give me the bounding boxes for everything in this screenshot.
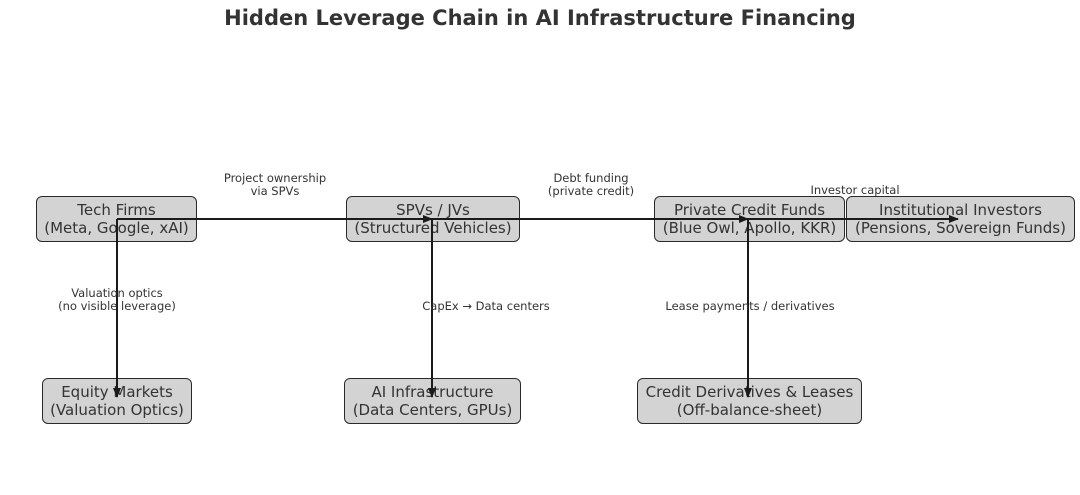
edge-label-debt-funding-line1: Debt funding [553,171,629,185]
node-tech-firms-title: Tech Firms [77,201,156,219]
node-spvs-jvs-subtitle: (Structured Vehicles) [354,219,512,237]
node-institutional-investors: Institutional Investors (Pensions, Sover… [846,196,1075,242]
edge-label-project-ownership-line1: Project ownership [223,171,327,185]
node-spvs-jvs: SPVs / JVs (Structured Vehicles) [346,196,520,242]
node-ai-infra-title: AI Infrastructure [371,383,494,401]
node-private-credit-title: Private Credit Funds [673,201,826,219]
node-institutional-title: Institutional Investors [879,201,1042,219]
edge-label-investor-capital: Investor capital [795,184,915,197]
node-spvs-jvs-title: SPVs / JVs [396,201,470,219]
edge-label-valuation-optics-line1: Valuation optics [71,286,163,300]
node-credit-derivs-title: Credit Derivatives & Leases [645,383,854,401]
node-tech-firms: Tech Firms (Meta, Google, xAI) [36,196,197,242]
edge-label-capex-line1: CapEx → Data centers [422,299,550,313]
node-equity-markets-subtitle: (Valuation Optics) [50,401,184,419]
node-equity-markets-title: Equity Markets [61,383,173,401]
node-ai-infrastructure: AI Infrastructure (Data Centers, GPUs) [344,378,521,424]
node-tech-firms-subtitle: (Meta, Google, xAI) [44,219,189,237]
node-credit-derivatives-leases: Credit Derivatives & Leases (Off-balance… [637,378,862,424]
edge-label-lease-payments: Lease payments / derivatives [649,300,851,313]
node-private-credit-subtitle: (Blue Owl, Apollo, KKR) [662,219,837,237]
node-credit-derivs-subtitle: (Off-balance-sheet) [676,401,823,419]
edge-label-project-ownership: Project ownership via SPVs [212,172,338,198]
node-institutional-subtitle: (Pensions, Sovereign Funds) [855,219,1066,237]
node-ai-infra-subtitle: (Data Centers, GPUs) [352,401,513,419]
edge-label-project-ownership-line2: via SPVs [250,184,300,198]
edge-label-valuation-optics: Valuation optics (no visible leverage) [46,287,188,313]
edge-label-capex: CapEx → Data centers [406,300,566,313]
edge-label-valuation-optics-line2: (no visible leverage) [58,299,176,313]
edge-label-lease-payments-line1: Lease payments / derivatives [665,299,835,313]
edge-label-investor-capital-line1: Investor capital [810,183,900,197]
edge-label-debt-funding-line2: (private credit) [547,184,635,198]
node-private-credit-funds: Private Credit Funds (Blue Owl, Apollo, … [654,196,845,242]
diagram-title: Hidden Leverage Chain in AI Infrastructu… [224,6,856,30]
edge-label-debt-funding: Debt funding (private credit) [530,172,652,198]
node-equity-markets: Equity Markets (Valuation Optics) [42,378,192,424]
